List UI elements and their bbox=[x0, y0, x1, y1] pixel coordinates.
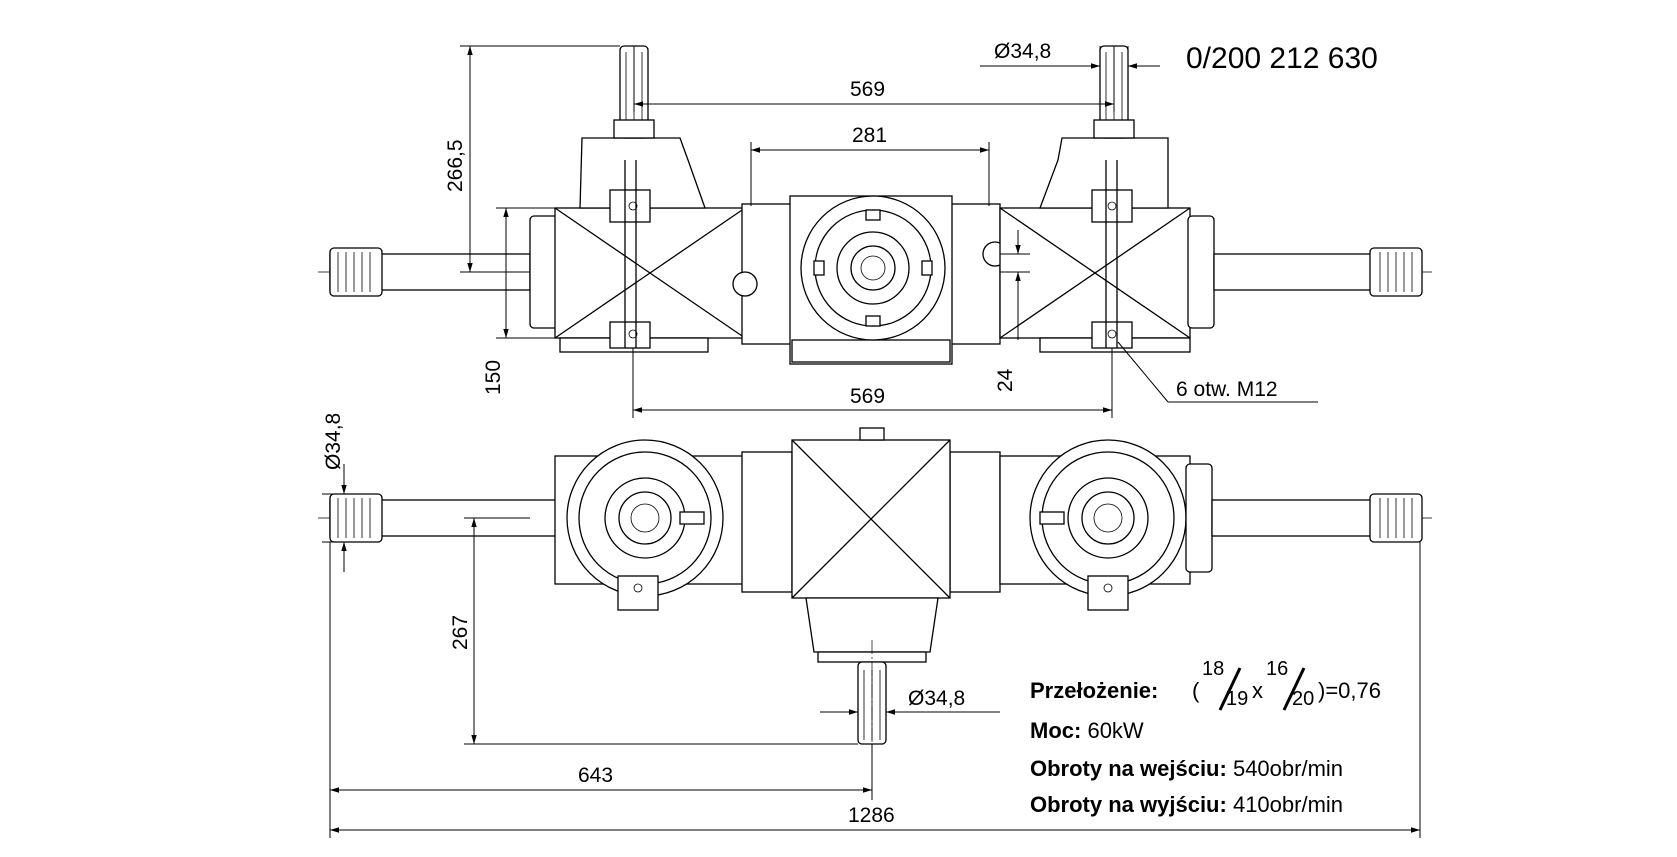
top-left-housing bbox=[529, 137, 746, 353]
ratio-result: )=0,76 bbox=[1318, 678, 1381, 703]
dimension-lines bbox=[322, 45, 1421, 838]
power-spec: Moc: 60kW bbox=[1030, 718, 1144, 744]
dim-output-offset: 643 bbox=[578, 764, 613, 787]
output-speed-value: 410obr/min bbox=[1232, 792, 1344, 817]
bottom-left-housing bbox=[554, 439, 756, 611]
dim-bolt-offset: 24 bbox=[994, 368, 1017, 392]
fraction-slash-2 bbox=[1282, 667, 1306, 711]
bottom-right-housing bbox=[999, 439, 1213, 611]
ratio-multiply: x bbox=[1252, 678, 1263, 703]
dim-output-shaft-diameter: Ø34,8 bbox=[908, 687, 965, 710]
ratio-denominator-1: 19 bbox=[1226, 688, 1249, 710]
dim-height-body: 150 bbox=[482, 360, 505, 395]
ratio-label: Przełożenie: bbox=[1030, 678, 1159, 703]
output-speed-spec: Obroty na wyjściu: 410obr/min bbox=[1030, 792, 1343, 818]
dimension-labels: 0/200 212 630 Ø34,8 569 281 266,5 150 24… bbox=[322, 40, 1378, 827]
input-speed-label: Obroty na wejściu: bbox=[1030, 756, 1227, 781]
input-speed-spec: Obroty na wejściu: 540obr/min bbox=[1030, 756, 1343, 782]
output-speed-label: Obroty na wyjściu: bbox=[1030, 792, 1227, 817]
ratio-open-paren: ( bbox=[1192, 678, 1200, 703]
dim-shaft-spacing-top: 569 bbox=[850, 78, 885, 101]
top-left-shaft bbox=[329, 247, 531, 297]
ratio-numerator-1: 18 bbox=[1202, 658, 1225, 680]
ratio-numerator-2: 16 bbox=[1266, 658, 1289, 680]
dim-output-height: 267 bbox=[449, 615, 472, 650]
top-center-housing bbox=[732, 195, 1008, 365]
top-view bbox=[318, 45, 1432, 365]
dim-shaft-diameter-top: Ø34,8 bbox=[994, 40, 1051, 63]
bottom-output-shaft bbox=[857, 640, 887, 770]
bottom-right-shaft bbox=[1211, 493, 1423, 543]
input-speed-value: 540obr/min bbox=[1232, 756, 1344, 781]
power-label: Moc: bbox=[1030, 718, 1082, 743]
top-right-shaft bbox=[1213, 247, 1423, 297]
dim-shaft-spacing-bottom: 569 bbox=[850, 385, 885, 408]
power-value: 60kW bbox=[1087, 718, 1144, 743]
dim-total-length: 1286 bbox=[848, 804, 895, 827]
top-right-housing bbox=[999, 137, 1215, 353]
bottom-center-housing bbox=[741, 427, 1001, 663]
fraction-slash-1 bbox=[1218, 667, 1242, 711]
ratio-denominator-2: 20 bbox=[1292, 688, 1315, 710]
dim-holes-note: 6 otw. M12 bbox=[1176, 378, 1278, 401]
bottom-view bbox=[318, 427, 1432, 770]
part-number: 0/200 212 630 bbox=[1186, 42, 1378, 75]
dim-flange-width: 281 bbox=[852, 124, 887, 147]
dim-height-total: 266,5 bbox=[444, 139, 467, 192]
dim-shaft-diameter-left: Ø34,8 bbox=[322, 413, 345, 470]
